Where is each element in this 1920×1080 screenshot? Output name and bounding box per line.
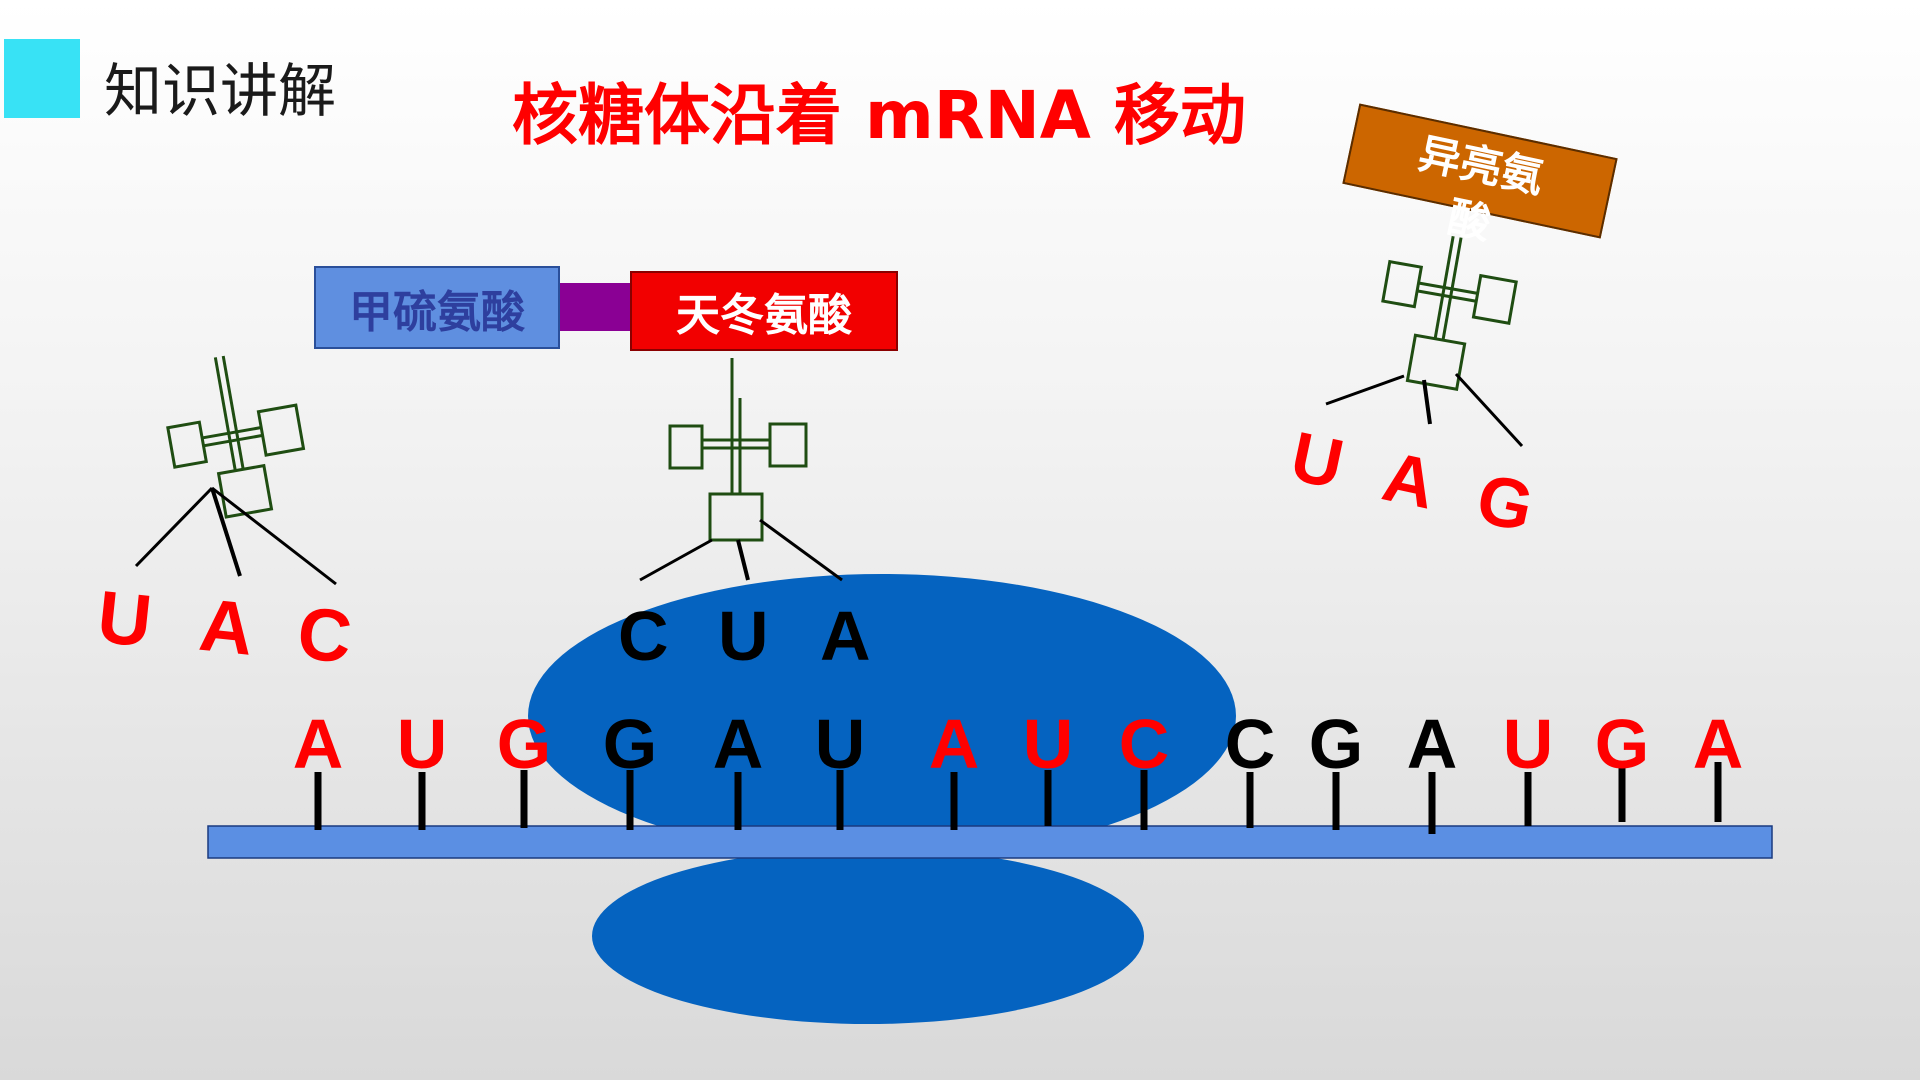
trna-met-loop-left [166, 420, 209, 469]
mrna-base: C [1225, 705, 1276, 783]
trna-asp-leg [639, 538, 713, 582]
trna-met [166, 355, 306, 519]
mrna-base-sticks [314, 762, 1722, 834]
mrna-strand [207, 825, 1773, 859]
trna-met-loop-right [256, 403, 306, 457]
mrna-base: C [1119, 705, 1170, 783]
trna-asp-loop-right [768, 422, 808, 468]
mrna-base: A [1693, 705, 1744, 783]
mrna-base: G [497, 705, 551, 783]
trna-met-anticodon-base: A [196, 583, 258, 671]
trna-asp-anticodon-base: C [618, 597, 669, 675]
amino-acid-met: 甲硫氨酸 [314, 266, 560, 349]
ribosome-small-subunit [592, 848, 1144, 1024]
trna-met-arm [201, 426, 262, 440]
trna-asp-anticodon-loop [708, 492, 764, 542]
trna-ile-anticodon-loop [1405, 333, 1467, 391]
trna-ile-leg [1325, 374, 1405, 406]
trna-ile-arm [1416, 289, 1477, 303]
ribosome-small-subunit-shape [592, 848, 1144, 1024]
amino-acid-asp: 天冬氨酸 [630, 271, 898, 351]
trna-ile-anticodon-base: A [1376, 437, 1442, 524]
trna-asp [668, 358, 808, 542]
trna-ile-loop-left [1381, 259, 1424, 309]
trna-ile-loop-right [1471, 273, 1518, 326]
mrna-base: U [1023, 705, 1074, 783]
trna-ile-anticodon-base: G [1470, 459, 1539, 547]
mrna-base: A [293, 705, 344, 783]
mrna-base: U [397, 705, 448, 783]
header-label: 知识讲解 [104, 57, 337, 125]
mrna-base: G [1595, 705, 1649, 783]
trna-asp-anticodon-base: U [718, 597, 769, 675]
trna-ile-anticodon: U A G [1284, 417, 1539, 547]
trna-asp-loop-left [668, 424, 704, 470]
mrna-base: A [713, 705, 764, 783]
trna-met-leg [134, 486, 214, 568]
slide-title: 核糖体沿着 mRNA 移动 [512, 77, 1246, 154]
trna-met-arm [203, 433, 263, 448]
trna-met-anticodon-base: C [294, 591, 356, 679]
peptide-bond [560, 283, 630, 331]
mrna-base: A [1407, 705, 1458, 783]
trna-ile [1381, 236, 1518, 391]
header-accent-square [4, 39, 80, 118]
trna-ile-leg [1422, 379, 1432, 425]
trna-asp-leg [759, 518, 843, 582]
trna-met-anticodon-base: U [94, 575, 156, 663]
mrna-base: A [929, 705, 980, 783]
trna-met-anticodon-loop [216, 463, 274, 519]
mrna-base: U [815, 705, 866, 783]
mrna-base: G [1309, 705, 1363, 783]
trna-met-anticodon: U A C [94, 575, 356, 679]
trna-ile-arm [1418, 281, 1478, 295]
trna-ile-leg [1454, 372, 1524, 448]
trna-met-leg [210, 487, 242, 577]
ribosome-large-subunit-shape [528, 574, 1236, 858]
trna-met-leg [211, 486, 337, 586]
trna-asp-anticodon: C U A [618, 597, 871, 675]
trna-met-stem [221, 355, 245, 470]
mrna-base: G [603, 705, 657, 783]
trna-asp-leg [736, 539, 750, 581]
ribosome-large-subunit [528, 574, 1236, 858]
trna-asp-anticodon-base: A [820, 597, 871, 675]
mrna-base: U [1503, 705, 1554, 783]
trna-met-stem [213, 357, 237, 471]
trna-ile-anticodon-base: U [1284, 417, 1350, 504]
